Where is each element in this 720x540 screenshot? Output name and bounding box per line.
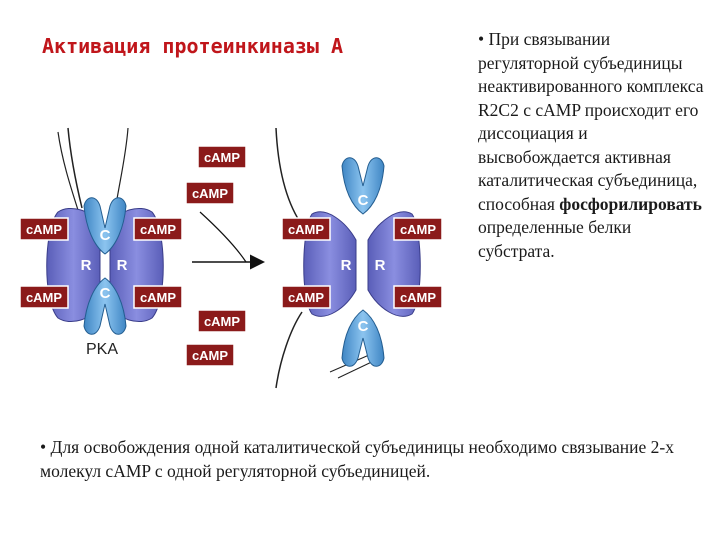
camp-label: cAMP (185, 343, 235, 367)
peptide-line (67, 127, 83, 209)
svg-text:cAMP: cAMP (26, 290, 62, 305)
svg-text:cAMP: cAMP (288, 222, 324, 237)
svg-text:cAMP: cAMP (26, 222, 62, 237)
camp-label: cAMP (393, 285, 443, 309)
note-paragraph: • Для освобождения одной каталитической … (40, 437, 674, 481)
catalytic-label: C (100, 285, 111, 302)
inactive-pka-complex: C C R R cAMP cAMP cAMP cAMP PKA (19, 127, 183, 358)
dissociated-complex: C C R R cAMP cAMP cAMP cAMP (275, 127, 443, 389)
camp-label: cAMP (19, 285, 69, 309)
camp-label: cAMP (393, 217, 443, 241)
description-bold-term: фосфорилировать (559, 193, 702, 214)
bullet: • (478, 29, 485, 49)
catalytic-subunit-top (83, 197, 127, 255)
catalytic-subunit-released-top (341, 157, 385, 215)
svg-text:cAMP: cAMP (204, 314, 240, 329)
catalytic-label: C (358, 318, 369, 335)
pka-label: PKA (86, 341, 118, 358)
svg-text:cAMP: cAMP (204, 150, 240, 165)
svg-text:cAMP: cAMP (192, 186, 228, 201)
peptide-line (275, 127, 301, 223)
description-paragraph: • При связывании регуляторной субъединиц… (478, 28, 710, 263)
camp-label: cAMP (281, 217, 331, 241)
slide-title: Активация протеинкиназы А (42, 34, 344, 58)
camp-label: cAMP (281, 285, 331, 309)
catalytic-label: C (100, 227, 111, 244)
camp-label: cAMP (19, 217, 69, 241)
svg-text:cAMP: cAMP (192, 348, 228, 363)
svg-text:cAMP: cAMP (400, 222, 436, 237)
svg-text:cAMP: cAMP (288, 290, 324, 305)
description-part2: определенные белки субстрата. (478, 217, 632, 261)
camp-label: cAMP (185, 181, 235, 205)
regulatory-label: R (81, 257, 92, 274)
regulatory-label: R (117, 257, 128, 274)
peptide-line (57, 131, 79, 211)
peptide-line (275, 311, 303, 389)
description-part1: При связывании регуляторной субъединицы … (478, 29, 704, 214)
svg-text:cAMP: cAMP (400, 290, 436, 305)
reaction-arrow-curve (199, 211, 247, 263)
peptide-line (115, 127, 129, 206)
camp-label: cAMP (133, 285, 183, 309)
camp-label: cAMP (197, 145, 247, 169)
free-camp-group: cAMP cAMP cAMP cAMP (185, 145, 265, 367)
regulatory-label: R (375, 257, 386, 274)
svg-text:cAMP: cAMP (140, 290, 176, 305)
regulatory-label: R (341, 257, 352, 274)
catalytic-subunit-bottom (83, 277, 127, 335)
svg-text:cAMP: cAMP (140, 222, 176, 237)
catalytic-subunit-released-bottom (341, 309, 385, 367)
catalytic-label: C (358, 192, 369, 209)
camp-label: cAMP (133, 217, 183, 241)
camp-label: cAMP (197, 309, 247, 333)
